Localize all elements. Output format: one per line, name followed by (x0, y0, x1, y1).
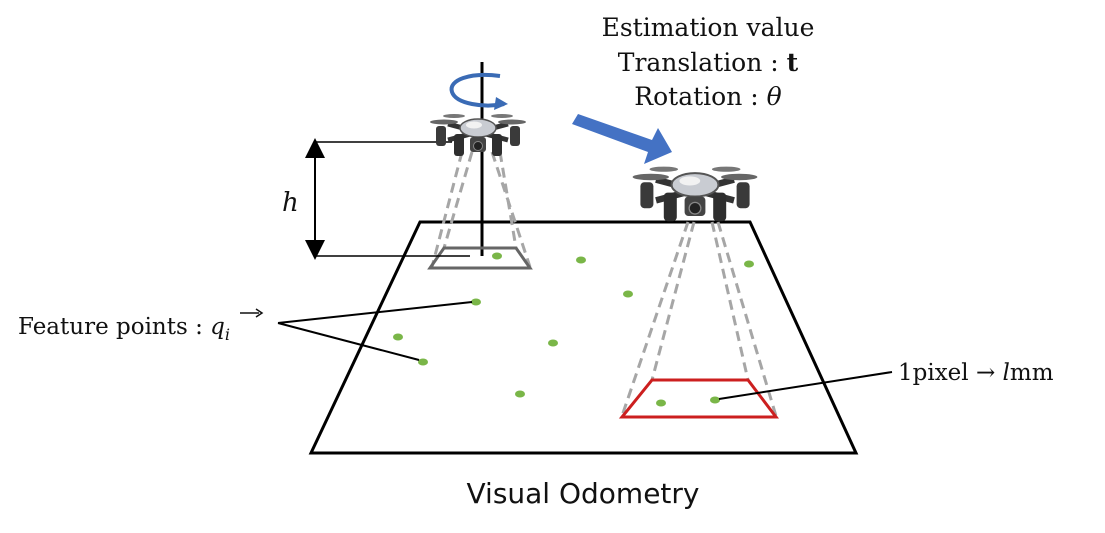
new-camera-footprint (618, 378, 780, 419)
pixel-scale-label: 1pixel → lmm (898, 360, 1054, 386)
feature-point (744, 260, 754, 268)
old-camera-frustum (430, 151, 532, 268)
diagram-caption: Visual Odometry (467, 477, 700, 510)
estimation-rotation: Rotation : θ (634, 82, 781, 111)
feature-point (548, 339, 558, 347)
feature-point (576, 256, 586, 264)
feature-point (492, 252, 502, 260)
feature-points-leader-lines (277, 301, 473, 361)
feature-point (515, 390, 525, 398)
ground-plane (308, 220, 859, 455)
motion-arrow-icon (572, 114, 672, 164)
new-camera-frustum (620, 221, 778, 417)
height-dimension (305, 138, 470, 260)
vector-arrow-icon (240, 308, 264, 318)
rotation-arrow-icon (449, 73, 508, 110)
estimation-title: Estimation value (602, 13, 815, 42)
estimation-translation: Translation : t (618, 48, 799, 77)
feature-points (393, 252, 754, 407)
feature-point (710, 396, 720, 404)
drone-icon (633, 167, 758, 222)
height-label: h (282, 188, 299, 218)
feature-point (656, 399, 666, 407)
old-camera-footprint (427, 246, 533, 270)
drone-icon (430, 114, 526, 156)
feature-point (471, 298, 481, 306)
feature-point (623, 290, 633, 298)
feature-point (418, 358, 428, 366)
feature-points-label: Feature points : qi (18, 314, 230, 344)
feature-point (393, 333, 403, 341)
pixel-scale-leader-line (718, 371, 893, 400)
